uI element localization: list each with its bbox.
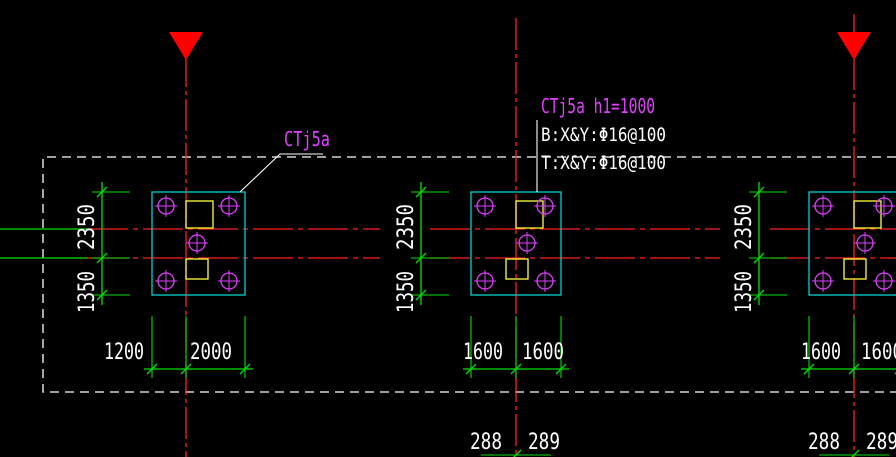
dimension-vertical-bottom: 1350 xyxy=(75,271,100,313)
dimension-below-right: 289 xyxy=(528,430,560,455)
column-outline xyxy=(853,200,882,229)
dimension-vertical-top: 2350 xyxy=(394,204,419,250)
column-outline xyxy=(185,258,209,280)
pile-circle-crosshair-icon xyxy=(474,270,496,292)
left-cap-leader xyxy=(239,153,323,193)
horizontal-dimension: 1600 1600 xyxy=(463,316,569,378)
middle-cap-bottom-rebar-label: B:X&Y:Φ16@100 xyxy=(541,124,666,146)
vertical-dimension: 2350 1350 xyxy=(732,182,787,313)
pile-circle-crosshair-icon xyxy=(516,232,538,254)
label-leaders xyxy=(239,120,538,193)
pile-circle-crosshair-icon xyxy=(155,195,177,217)
strip-boundary xyxy=(42,156,896,393)
dimension-vertical-bottom: 1350 xyxy=(394,271,419,313)
dimension-horizontal-right: 2000 xyxy=(190,340,232,365)
middle-cap-top-rebar-label: T:X&Y:Φ16@100 xyxy=(541,152,666,174)
pile-cap-outline xyxy=(470,191,562,296)
dimension-below-left: 288 xyxy=(808,430,840,455)
pile-circle-crosshair-icon xyxy=(186,232,208,254)
horizontal-dimension: 1200 2000 xyxy=(104,316,253,378)
dimension-horizontal-right: 1600 xyxy=(522,340,564,365)
pile-circle-crosshair-icon xyxy=(854,232,876,254)
horizontal-axes xyxy=(88,228,896,259)
pile-cap-outline xyxy=(808,191,896,296)
dimension-below-right: 289 xyxy=(866,430,896,455)
vertical-dimension: 2350 1350 xyxy=(75,182,130,313)
column-outline xyxy=(505,258,529,280)
vertical-axes xyxy=(185,14,855,457)
dimension-vertical-bottom: 1350 xyxy=(732,271,757,313)
pile-cap-right: 2350 1350 1600 1600 288 289 xyxy=(732,182,896,457)
dimension-horizontal-left: 1600 xyxy=(463,340,503,365)
axis-marker-triangle-icon xyxy=(837,32,871,60)
dimension-vertical-top: 2350 xyxy=(75,204,100,250)
column-outline xyxy=(515,200,544,229)
pile-cap-left: 2350 1350 1200 2000 xyxy=(75,182,253,378)
left-cap-tag-label: CTj5a xyxy=(284,127,330,151)
pile-circle-crosshair-icon xyxy=(218,270,240,292)
middle-cap-title-label: CTj5a h1=1000 xyxy=(541,94,655,118)
dimension-horizontal-left: 1200 xyxy=(104,340,144,365)
column-outline xyxy=(185,200,214,229)
pile-cap-middle: 2350 1350 1600 1600 288 289 xyxy=(394,182,569,457)
pile-circle-crosshair-icon xyxy=(474,195,496,217)
lower-dimension: 288 289 xyxy=(808,430,896,457)
pile-circle-crosshair-icon xyxy=(873,195,895,217)
lower-dimension: 288 289 xyxy=(470,430,560,457)
dimension-horizontal-left: 1600 xyxy=(801,340,841,365)
pile-circle-crosshair-icon xyxy=(534,270,556,292)
pile-circle-crosshair-icon xyxy=(218,195,240,217)
dimension-horizontal-right: 1600 xyxy=(861,340,896,365)
dimension-vertical-top: 2350 xyxy=(732,204,757,250)
pile-circle-crosshair-icon xyxy=(812,270,834,292)
pile-circle-crosshair-icon xyxy=(155,270,177,292)
pile-circle-crosshair-icon xyxy=(534,195,556,217)
vertical-dimension: 2350 1350 xyxy=(394,182,449,313)
pile-circle-crosshair-icon xyxy=(873,270,895,292)
horizontal-dimension: 1600 1600 xyxy=(801,316,896,378)
axis-marker-triangle-icon xyxy=(169,32,203,60)
pile-cap-outline xyxy=(151,191,246,296)
far-left-green-lines xyxy=(0,228,88,259)
pile-circle-crosshair-icon xyxy=(812,195,834,217)
dimension-below-left: 288 xyxy=(470,430,502,455)
column-outline xyxy=(843,258,867,280)
